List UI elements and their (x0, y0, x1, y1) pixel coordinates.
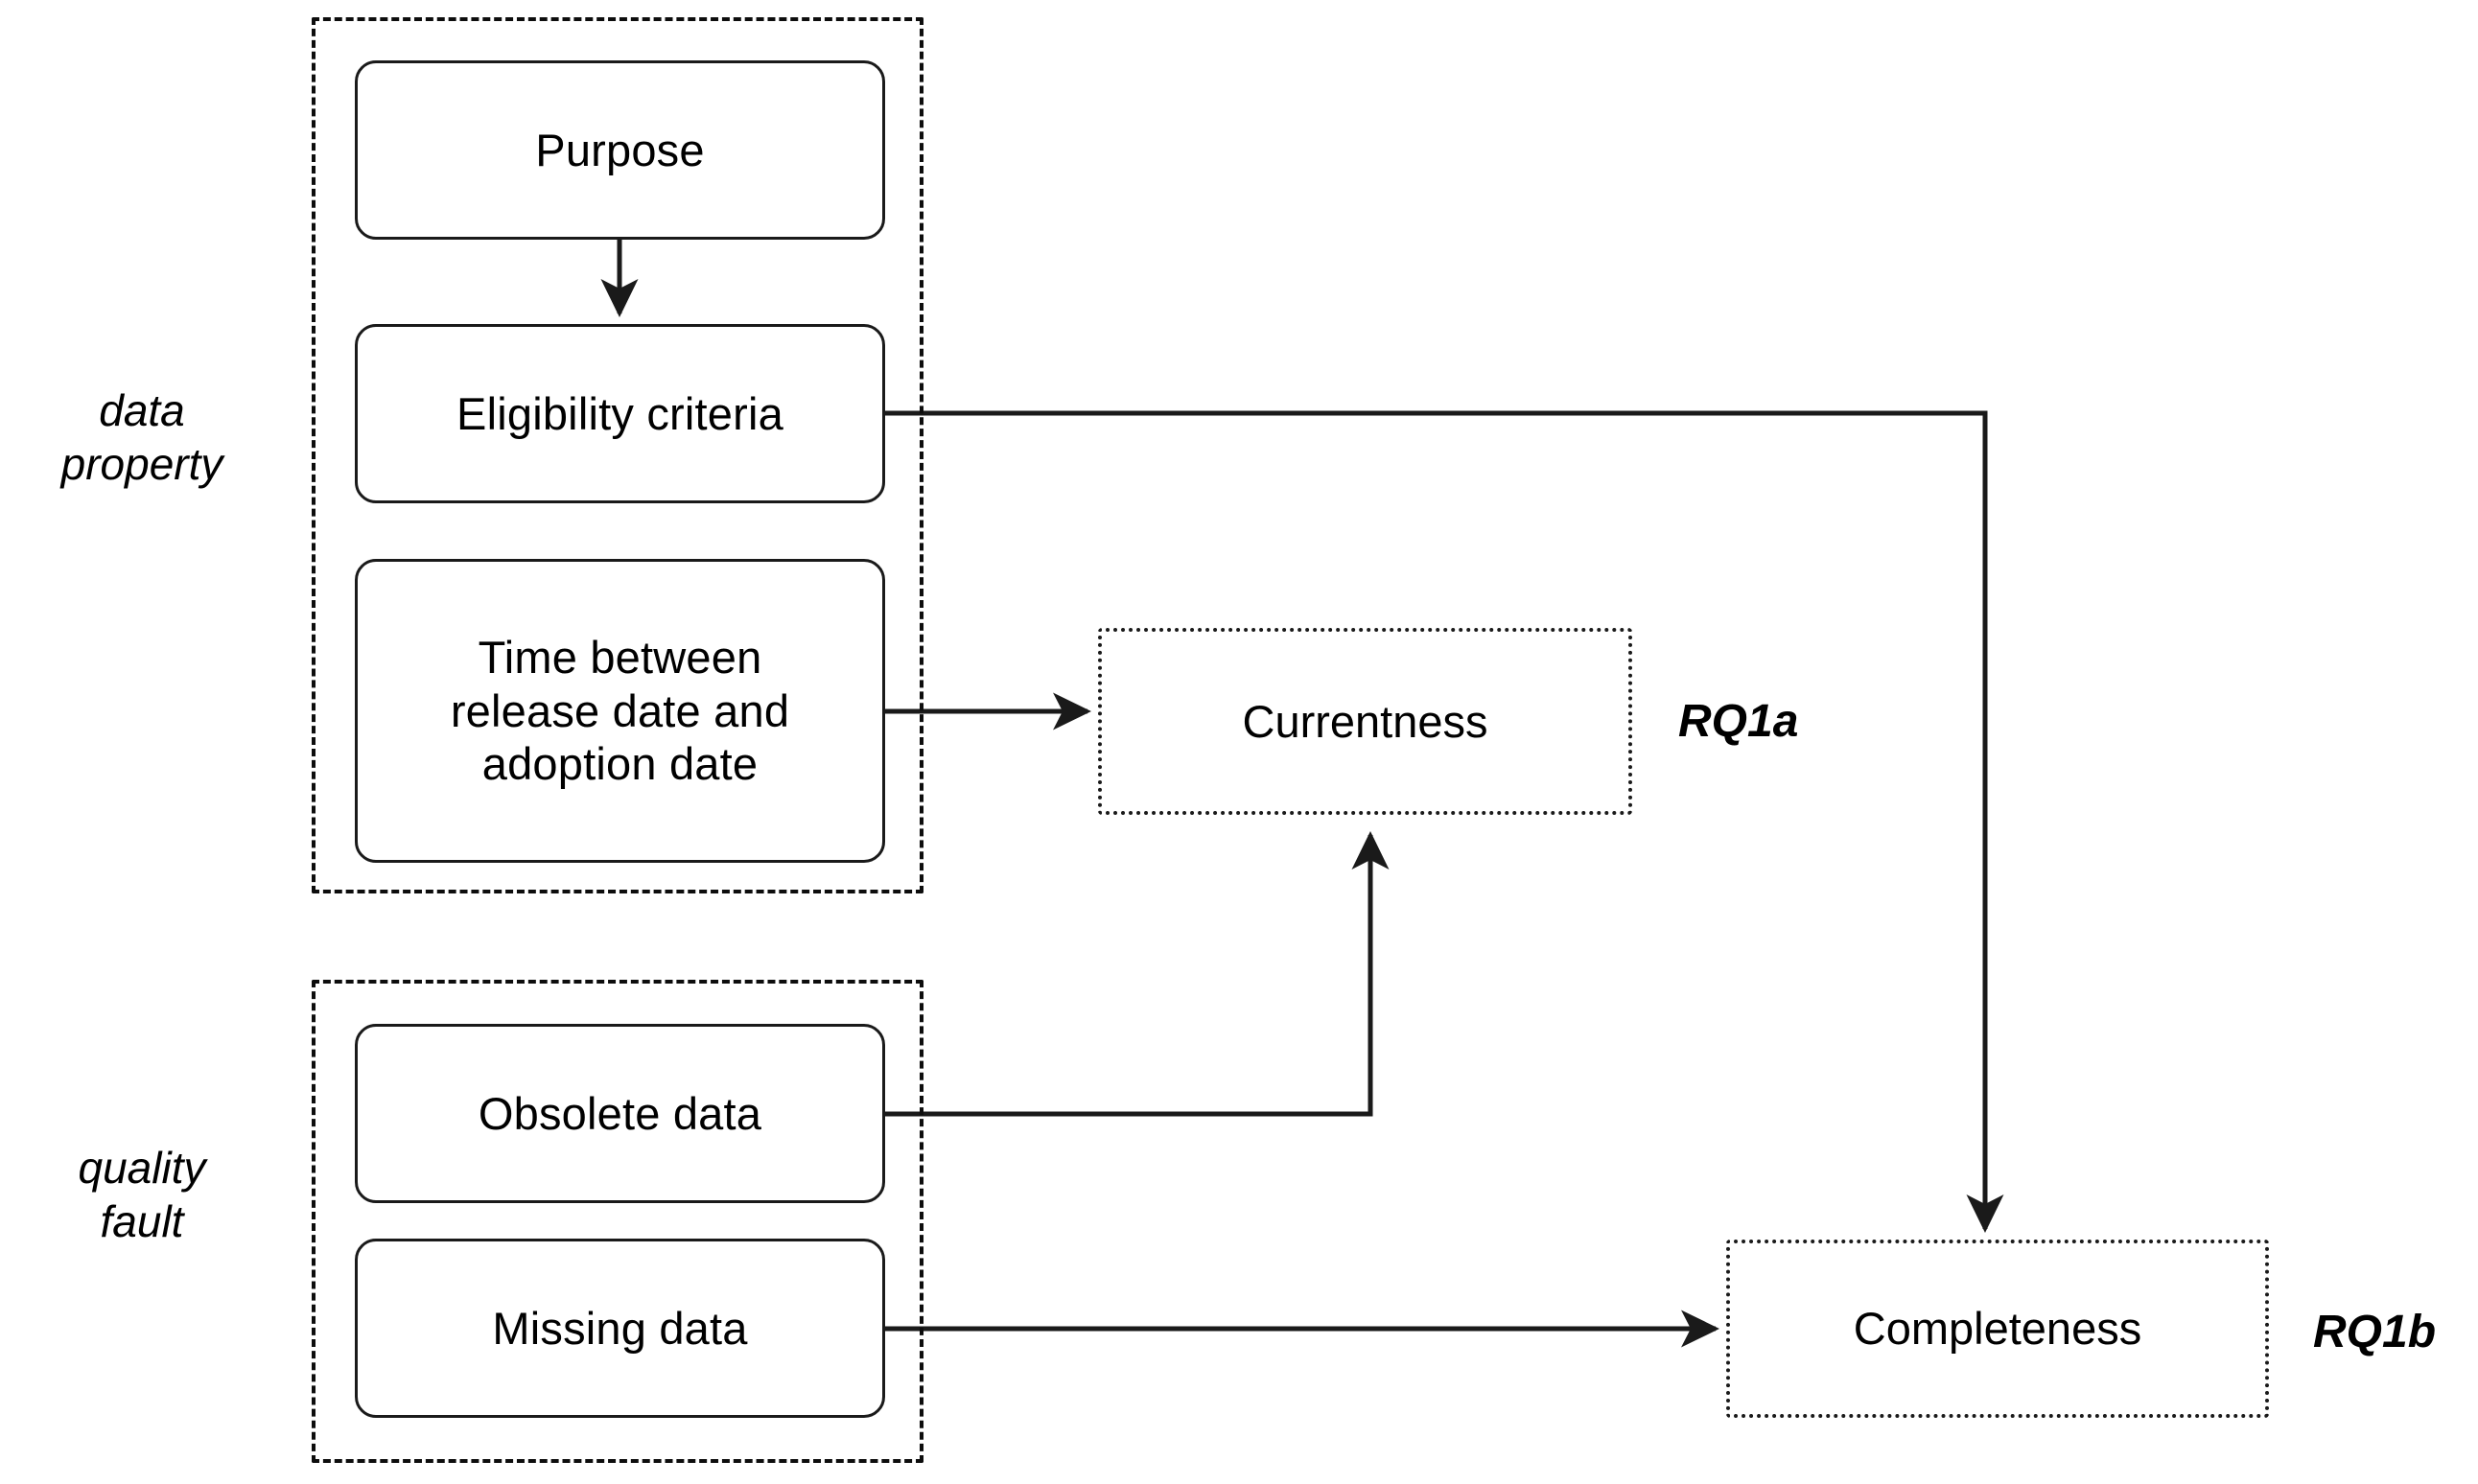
edge-eligibility-to-completeness (885, 410, 2004, 1234)
node-missing-data[interactable]: Missing data (355, 1239, 885, 1418)
node-currentness[interactable]: Currentness (1098, 628, 1632, 815)
node-obsolete-data[interactable]: Obsolete data (355, 1024, 885, 1203)
node-eligibility-criteria[interactable]: Eligibility criteria (355, 324, 885, 503)
node-purpose[interactable]: Purpose (355, 60, 885, 240)
label-rq1b: RQ1b (2313, 1307, 2437, 1357)
group-data-property (312, 17, 923, 893)
group-label-quality-fault: quality fault (78, 1143, 206, 1247)
label-rq1a: RQ1a (1678, 696, 1799, 747)
group-quality-fault (312, 980, 923, 1463)
node-time-between-release-and-adoption[interactable]: Time between release date and adoption d… (355, 559, 885, 863)
edge-obsolete-data-to-currentness (885, 830, 1390, 1117)
node-completeness[interactable]: Completeness (1726, 1240, 2269, 1418)
group-label-data-property: data property (60, 385, 223, 490)
